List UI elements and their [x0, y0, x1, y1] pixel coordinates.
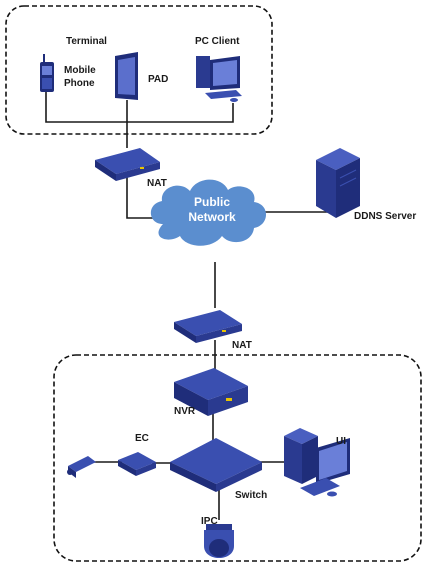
pad-icon	[115, 52, 138, 100]
client-region	[5, 5, 273, 135]
pad-label: PAD	[148, 74, 168, 85]
mobile-phone-label-line2: Phone	[64, 78, 95, 89]
site-region	[53, 354, 422, 562]
switch-label: Switch	[235, 490, 267, 501]
ui-workstation-icon	[284, 428, 350, 497]
terminal-label: Terminal	[66, 36, 107, 47]
nat-bottom-label: NAT	[232, 340, 252, 351]
camera-icon	[67, 456, 96, 478]
ec-label: EC	[135, 433, 149, 444]
nvr-icon	[174, 368, 248, 416]
ec-icon	[118, 452, 156, 476]
nat-router-icon	[174, 310, 242, 343]
pc-client-label: PC Client	[195, 36, 240, 47]
public-network-label-line2: Network	[188, 210, 236, 224]
nat-router-icon	[95, 148, 160, 181]
mobile-phone-label-line1: Mobile	[64, 65, 96, 76]
public-network-label-line1: Public	[194, 195, 230, 209]
mobile-phone-icon	[40, 54, 54, 92]
ddns-server-label: DDNS Server	[354, 211, 416, 222]
ddns-server-icon	[316, 148, 360, 218]
ipc-dome-icon	[204, 524, 234, 558]
nat-top-label: NAT	[147, 178, 167, 189]
pc-client-icon	[196, 56, 242, 102]
nvr-label: NVR	[174, 406, 196, 417]
ipc-label: IPC	[201, 516, 218, 527]
ui-label: UI	[336, 436, 346, 447]
switch-icon	[170, 438, 262, 492]
cloud-icon: Public Network	[150, 179, 266, 246]
